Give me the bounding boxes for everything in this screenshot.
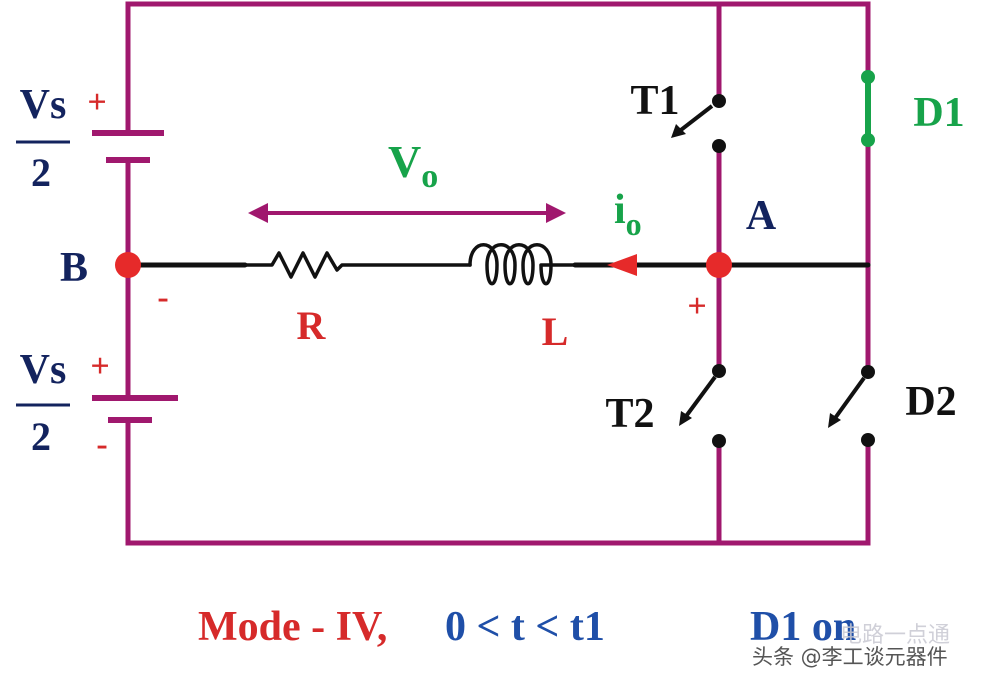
upper-source-denominator: 2 [31, 150, 51, 195]
d1-label: D1 [913, 90, 964, 136]
node-a-dot [706, 252, 732, 278]
node-a-polarity: + [687, 288, 706, 325]
resistor-label: R [297, 303, 327, 348]
upper-source-symbol [92, 130, 164, 163]
lower-source-plus: + [90, 348, 109, 385]
lower-source-minus: - [96, 426, 107, 463]
lower-source-symbol [92, 395, 178, 423]
caption-interval: 0 < t < t1 [445, 604, 605, 650]
inductor-label: L [542, 309, 569, 354]
load-branch [125, 243, 871, 286]
t1-switch-symbol [671, 94, 726, 153]
watermark-overlay: 电路一点通 [840, 623, 950, 648]
caption-mode: Mode - IV, [198, 604, 387, 650]
node-a-label: A [746, 193, 777, 239]
current-arrow [607, 254, 637, 276]
t2-switch-symbol [679, 364, 726, 448]
d2-label: D2 [905, 379, 956, 425]
vo-arrow [248, 203, 566, 223]
t1-label: T1 [630, 78, 679, 124]
lower-source-vs-label: Vs [20, 347, 67, 393]
io-label: io [614, 187, 642, 242]
resistor-symbol [243, 251, 472, 279]
lower-source-denominator: 2 [31, 414, 51, 459]
d2-switch-symbol [828, 365, 875, 447]
caption-state: D1 on [750, 604, 856, 650]
d1-diode-symbol [861, 70, 875, 147]
watermark-text: 头条 @李工谈元器件 [752, 645, 948, 669]
node-b-label: B [60, 245, 88, 291]
upper-source-vs-label: Vs [20, 82, 67, 128]
node-b-dot [115, 252, 141, 278]
vo-label: Vo [388, 136, 438, 195]
inductor-symbol [468, 243, 577, 286]
circuit-wires [125, 1, 871, 546]
node-b-polarity: - [157, 279, 168, 316]
t2-label: T2 [605, 391, 654, 437]
upper-source-plus: + [87, 84, 106, 121]
